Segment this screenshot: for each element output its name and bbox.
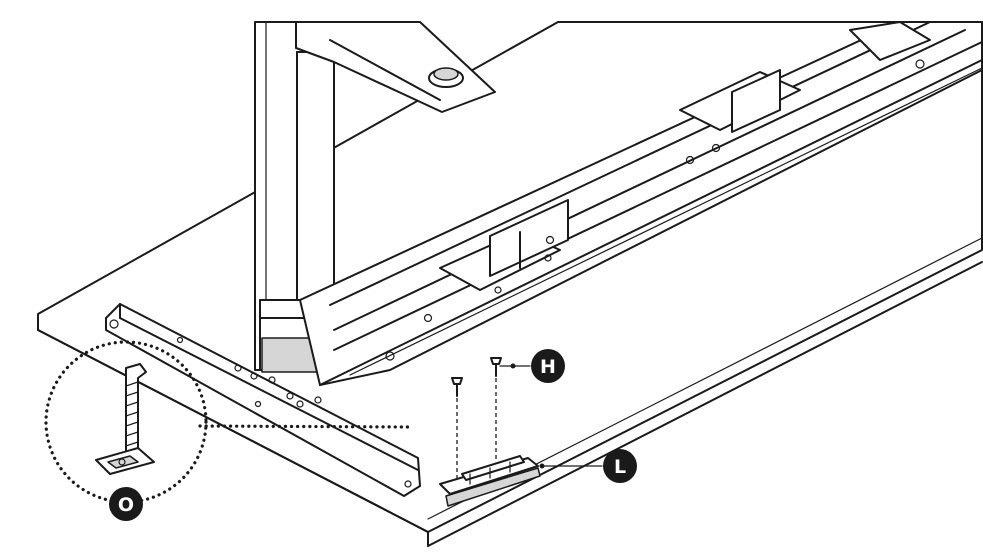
frame-beam	[299, 21, 983, 386]
clip-detail	[44, 340, 208, 504]
screw-parts	[451, 357, 531, 478]
callout-bracket: L	[603, 449, 637, 483]
bracket-part	[439, 455, 603, 507]
callout-clip: O	[109, 487, 143, 521]
top-mount-arm	[295, 21, 496, 113]
callout-screw: H	[531, 349, 565, 383]
callout-bracket-label: L	[614, 456, 626, 478]
detail-leader-line	[198, 424, 412, 429]
callout-screw-label: H	[540, 356, 556, 378]
foot-bar	[105, 303, 421, 497]
callout-clip-label: O	[118, 494, 134, 516]
